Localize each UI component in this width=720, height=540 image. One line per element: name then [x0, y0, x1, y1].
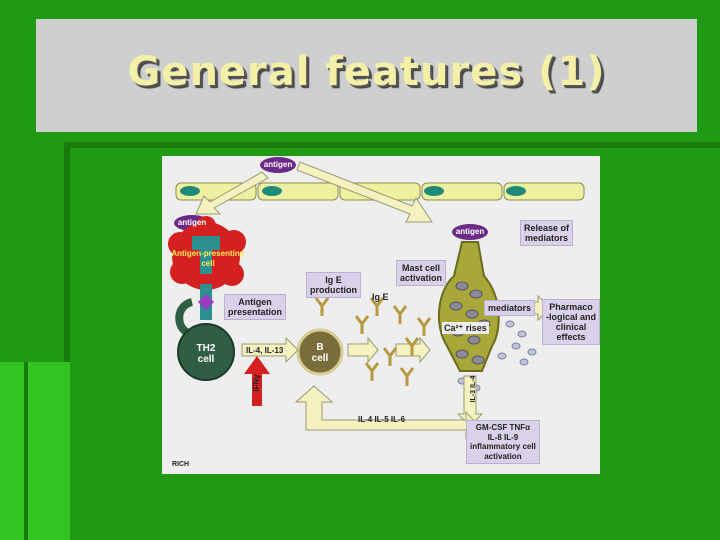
release-mediators-label: Release of mediators: [520, 220, 574, 246]
mast-cell: [437, 241, 500, 372]
slide-title: General features (1): [127, 48, 606, 95]
feedback-arrow: [294, 385, 479, 440]
ige-label: Ig E: [372, 292, 389, 302]
arrow-to-apc: [195, 171, 269, 215]
background-band-top: [64, 142, 720, 148]
apc-label: Antigen-presenting cell: [171, 249, 245, 268]
antigen-presenting-cell: [168, 216, 246, 290]
il4-il13-label: IL-4, IL-13: [246, 346, 284, 355]
mast-cell-activation-label: Mast cell activation: [396, 260, 447, 286]
allergy-diagram: antigen antigen antigen Antigen-presenti…: [162, 156, 600, 474]
il4-il5-il6-label: IL-4 IL-5 IL-6: [358, 415, 406, 424]
mediators-label: mediators: [484, 300, 536, 316]
th2-cell-label: TH2 cell: [196, 343, 216, 365]
epithelium-row: [175, 182, 585, 201]
arrow-to-mast: [296, 161, 433, 223]
antigen-top-label: antigen: [263, 160, 293, 169]
ca-rises-label: Ca²⁺ rises: [442, 322, 489, 334]
ige-antibodies: [314, 297, 432, 386]
source-label: RICH: [172, 461, 190, 468]
ige-production-label: Ig E production: [306, 272, 361, 298]
background-band-left-edge: [24, 362, 28, 540]
gmcsf-label: GM-CSF TNFα IL-8 IL-9 inflammatory cell …: [466, 420, 540, 464]
ifn-arrow: [244, 356, 270, 406]
title-box: General features (1): [36, 19, 697, 132]
il3-il4-label: IL-3 IL-4: [470, 375, 477, 403]
antigen-presentation-label: Antigen presentation: [224, 294, 287, 320]
b-cell-label: B cell: [311, 342, 329, 364]
pharmaco-effects-label: Pharmaco -logical and clinical effects: [542, 299, 600, 345]
antigen-right-label: antigen: [455, 227, 485, 236]
background-band-left: [64, 142, 70, 540]
antigen-left-label: antigen: [177, 218, 207, 227]
background-band-left-bottom: [0, 362, 70, 540]
ifn-label: IFNγ: [252, 374, 261, 392]
